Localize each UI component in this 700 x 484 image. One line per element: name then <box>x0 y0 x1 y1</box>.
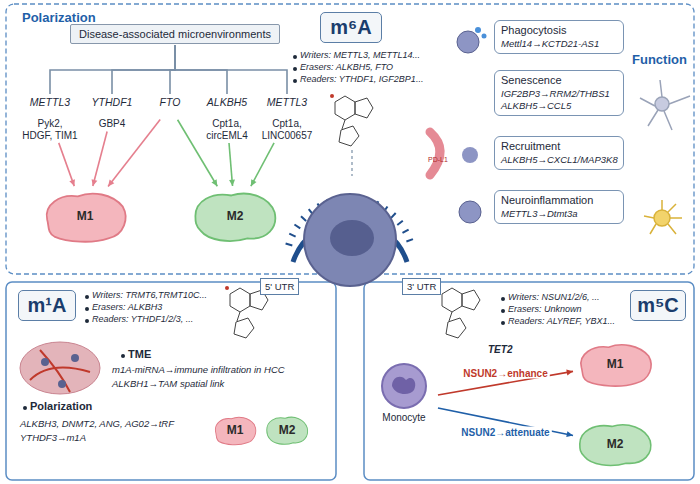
node-text: YTHDF1 <box>84 96 140 108</box>
gene-column: YTHDF1GBP4 <box>84 96 140 130</box>
text-label: Erasers: ALKBH5, FTO <box>300 62 393 72</box>
bullet <box>293 79 297 83</box>
text-label: TME <box>128 348 151 360</box>
modification-box: m⁵C <box>630 290 686 321</box>
bullet <box>85 295 89 299</box>
text-label: Polarization <box>30 400 92 412</box>
text-label: Writers: METTL3, METTL14... <box>300 50 420 60</box>
text-label: Readers: YTHDF1/2/3, ... <box>92 314 193 324</box>
modification-box: m¹A <box>18 290 76 321</box>
connector <box>59 143 75 186</box>
gene-column: FTO <box>142 96 198 118</box>
node-text: Monocyte <box>372 412 436 423</box>
utr-box: 5' UTR <box>260 278 299 295</box>
node-text: M2 <box>227 209 244 223</box>
connector <box>108 120 160 187</box>
node-text: Disease-associated microenvironments <box>79 28 271 40</box>
text-label: TET2 <box>488 344 512 355</box>
m2-cell: M2 <box>575 420 655 468</box>
connector <box>438 408 573 437</box>
node-text: Cpt1a, circEML4 <box>198 118 256 141</box>
text-label: Readers: ALYREF, YBX1... <box>508 316 615 326</box>
text-label: Writers: TRMT6,TRMT10C... <box>92 290 207 300</box>
node-text: Cpt1a, LINC00657 <box>258 118 316 141</box>
node-text: ALKBH5→CCL5 <box>501 100 617 112</box>
m2-cell: M2 <box>190 188 280 244</box>
text-label: Function <box>632 52 687 67</box>
connector <box>112 45 175 94</box>
node-text: M2 <box>607 437 624 451</box>
node-text: 5' UTR <box>265 281 294 292</box>
bullet <box>85 307 89 311</box>
macrophage <box>304 194 396 286</box>
m2-cell: M2 <box>264 414 310 446</box>
node-text: M1 <box>227 423 244 437</box>
node-text: ALKBH5→CXCL1/MAP3K8 <box>501 154 617 166</box>
panel <box>6 282 336 480</box>
node-text: GBP4 <box>84 118 140 130</box>
text-label: ALKBH1→TAM spatial link <box>112 378 224 389</box>
bullet <box>293 55 297 59</box>
node-text: M2 <box>279 423 296 437</box>
process-box: Disease-associated microenvironments <box>70 24 280 44</box>
node-text: FTO <box>142 96 198 108</box>
gene-column: ALKBH5Cpt1a, circEML4 <box>198 96 256 141</box>
m1-cell: M1 <box>40 188 130 244</box>
bullet <box>501 297 505 301</box>
m1-cell: M1 <box>575 340 655 388</box>
connector <box>92 131 108 186</box>
connector <box>229 143 235 186</box>
edge-label: NSUN2→attenuate <box>459 426 551 437</box>
node-text: m¹A <box>23 294 71 317</box>
bullet <box>501 321 505 325</box>
text-label: PD-L1 <box>428 156 448 163</box>
panel <box>6 4 694 274</box>
node-text: IGF2BP3→RRM2/THBS1 <box>501 88 617 100</box>
node-text: Neuroinflammation <box>501 194 617 206</box>
node-text: Phagocytosis <box>501 24 617 36</box>
text-label: Writers: NSUN1/2/6, ... <box>508 292 600 302</box>
node-text: m⁶A <box>325 16 377 39</box>
text-label: YTHDF3→m1A <box>20 432 86 443</box>
function-box: NeuroinflammationMETTL3→Dtmt3a <box>494 190 624 224</box>
node-text: METTL3→Dtmt3a <box>501 208 617 220</box>
connector <box>50 45 175 94</box>
function-box: RecruitmentALKBH5→CXCL1/MAP3K8 <box>494 136 624 170</box>
node-text: METTL3 <box>22 96 78 108</box>
node-text: Mettl14→KCTD21-AS1 <box>501 38 617 50</box>
m1-cell: M1 <box>212 414 258 446</box>
edge-label: NSUN2→enhance <box>461 368 549 379</box>
panel <box>364 282 694 480</box>
node-text: Pyk2, HDGF, TIM1 <box>22 118 78 141</box>
node-text: Recruitment <box>501 140 617 152</box>
text-label: Readers: YTHDF1, IGF2BP1... <box>300 74 423 84</box>
bullet <box>501 309 505 313</box>
gene-column: METTL3Pyk2, HDGF, TIM1 <box>22 96 78 141</box>
gene-column: METTL3Cpt1a, LINC00657 <box>258 96 316 141</box>
node-text: ALKBH5 <box>198 96 256 108</box>
node-text: 3' UTR <box>407 281 436 292</box>
node-text: m⁵C <box>635 294 681 317</box>
connector <box>251 143 274 186</box>
connector <box>175 45 287 94</box>
text-label: Erasers: ALKBH3 <box>92 302 162 312</box>
function-box: SenescenceIGF2BP3→RRM2/THBS1ALKBH5→CCL5 <box>494 70 624 116</box>
text-label: Polarization <box>22 10 96 25</box>
utr-box: 3' UTR <box>402 278 441 295</box>
function-box: PhagocytosisMettl14→KCTD21-AS1 <box>494 20 624 54</box>
text-label: ALKBH3, DNMT2, ANG, AG02→tRF <box>20 418 174 429</box>
text-label: Erasers: Unknown <box>508 304 582 314</box>
node-text: M1 <box>77 209 94 223</box>
text-label: m1A-miRNA→immune infiltration in HCC <box>112 364 285 375</box>
node-text: Senescence <box>501 74 617 86</box>
modification-box: m⁶A <box>320 12 382 43</box>
node-text: M1 <box>607 357 624 371</box>
bullet <box>293 67 297 71</box>
bullet <box>85 319 89 323</box>
monocyte-cell: Monocyte <box>372 362 436 440</box>
node-text: METTL3 <box>258 96 316 108</box>
